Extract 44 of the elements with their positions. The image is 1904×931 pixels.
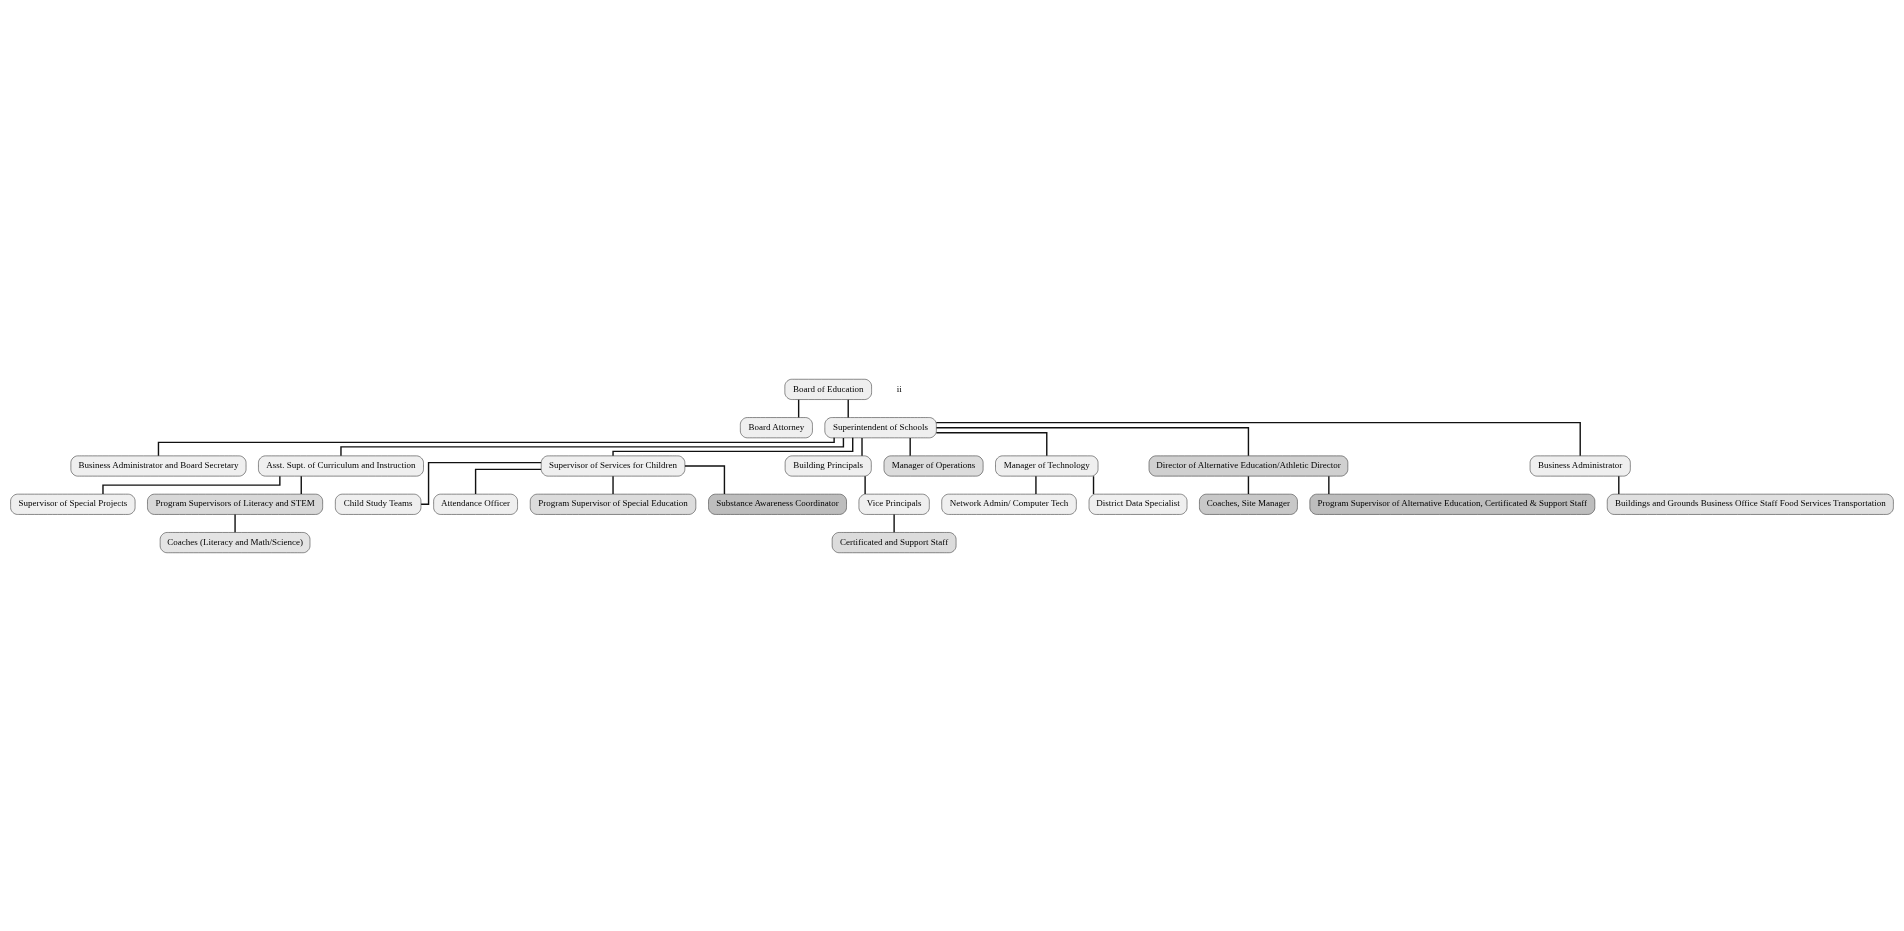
node-box: Building Principals — [784, 455, 872, 476]
node-box: Superintendent of Schools — [824, 416, 937, 438]
node-box: Substance Awareness Coordinator — [708, 493, 847, 515]
connector — [935, 431, 1048, 457]
node-box: Coaches (Literacy and Math/Science) — [159, 531, 311, 553]
node-box: Program Supervisors of Literacy and STEM — [147, 493, 323, 515]
connector — [864, 475, 866, 495]
node-box: Program Supervisor of Special Education — [529, 493, 697, 515]
node-box: Business Administrator — [1529, 455, 1631, 476]
node-box: Manager of Technology — [995, 455, 1099, 476]
node-box: Manager of Operations — [883, 455, 984, 476]
connector — [1328, 475, 1330, 495]
node-box: Program Supervisor of Alternative Education, Certificated & Support Staff — [1309, 493, 1596, 515]
node-box: Director of Alternative Education/Athletic Director — [1148, 455, 1349, 476]
node-box: Child Study Teams — [335, 493, 422, 515]
node-box: Buildings and Grounds Business Office Staff Food Services Transportation — [1606, 493, 1894, 515]
node-box: Certificated and Support Staff — [831, 531, 957, 553]
label: ii — [896, 383, 902, 394]
node-box: Network Admin/ Computer Tech — [941, 493, 1077, 515]
node-box: Asst. Supt. of Curriculum and Instruction — [258, 455, 424, 476]
connector — [340, 436, 845, 456]
node-box: Business Administrator and Board Secretary — [70, 455, 247, 476]
node-box: Vice Principals — [858, 493, 930, 515]
connector — [909, 436, 911, 456]
node-box: District Data Specialist — [1088, 493, 1188, 515]
connector — [1035, 475, 1037, 495]
node-box: Supervisor of Special Projects — [10, 493, 136, 515]
node-box: Coaches, Site Manager — [1199, 493, 1298, 515]
node-box: Attendance Officer — [433, 493, 518, 515]
node-box: Board of Education — [784, 378, 872, 400]
connector — [935, 426, 1250, 456]
connector — [684, 464, 726, 495]
connector — [612, 475, 614, 495]
connector — [157, 436, 835, 457]
connector — [612, 436, 854, 457]
node-box: Board Attorney — [740, 416, 813, 438]
connector — [861, 436, 863, 456]
connector — [102, 475, 281, 495]
connector — [474, 468, 542, 495]
connector — [234, 513, 236, 533]
connector — [893, 513, 895, 533]
connector — [935, 421, 1581, 456]
connector — [1618, 475, 1620, 495]
node-box: Supervisor of Services for Children — [540, 455, 686, 476]
